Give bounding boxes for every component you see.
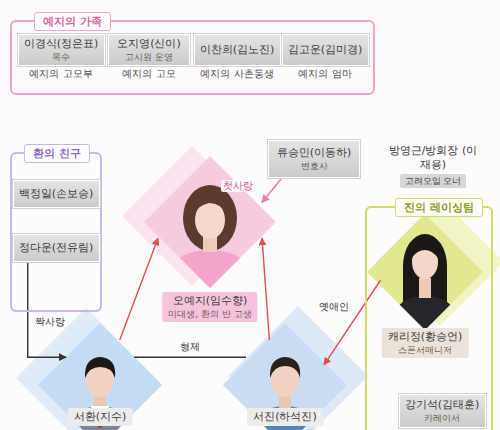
edge-label: 짝사랑 [33, 316, 67, 328]
person-role: 변호사 [301, 160, 328, 172]
edge-label: 형제 [178, 341, 202, 353]
edge-label: 첫사랑 [221, 180, 255, 192]
person-box: 이경식(정은표)목수예지의 고모부 [18, 34, 105, 66]
person-role: 고려오일 오너 [400, 174, 467, 188]
torso [160, 250, 260, 292]
bangs [412, 242, 438, 258]
person-card: 서진(하석진) [246, 340, 324, 426]
group-title: 진의 레이싱팀 [395, 198, 483, 217]
person-box: 이찬희(김노진)예지의 사촌동생 [194, 34, 281, 66]
person-role: 스폰서매니저 [398, 344, 452, 356]
person-name: 방영근/방회장 (이재용) [385, 144, 481, 172]
person-name: 오예지(임수향) [173, 294, 248, 308]
person-name: 백정일(손보승) [19, 187, 94, 201]
portrait-diamond [38, 323, 162, 430]
person-card: 캐리정(황승언)스폰서매니저 [381, 214, 470, 358]
portrait [160, 185, 260, 292]
person-name: 오지영(신이) [117, 37, 181, 51]
name-plate: 캐리정(황승언)스폰서매니저 [382, 328, 469, 358]
relation-arrow [134, 357, 246, 358]
hair [85, 357, 115, 378]
group-box: 진의 레이싱팀캐리정(황승언)스폰서매니저강기석(김태훈)카레이서 [365, 206, 493, 430]
group-box: 환의 친구백정일(손보승)정다운(전유림) [10, 152, 102, 312]
person-box: 김고운(김미경)예지의 엄마 [282, 34, 369, 66]
relation-arrow [262, 178, 282, 202]
name-plate: 서진(하석진) [247, 408, 323, 426]
person-name: 서환(지수) [74, 410, 127, 424]
hair [270, 357, 300, 378]
bangs [194, 195, 227, 215]
torso [243, 406, 327, 430]
relation-arrow [262, 238, 269, 340]
edge-label: 옛애인 [317, 301, 351, 313]
person-name: 강기석(김태훈) [405, 398, 480, 412]
person-name: 캐리정(황승언) [388, 330, 463, 344]
portrait [388, 234, 462, 334]
person-box: 백정일(손보승) [13, 180, 100, 208]
person-name: 정다운(전유림) [19, 241, 94, 255]
person-box: 류승민(이동하)변호사 [268, 140, 360, 178]
group-box: 예지의 가족이경식(정은표)목수예지의 고모부오지영(신이)고시원 운영예지의 … [10, 20, 375, 95]
person-name: 이경식(정은표) [24, 37, 99, 51]
person-box: 오지영(신이)고시원 운영예지의 고모 [108, 34, 190, 66]
person-role: 카레이서 [424, 412, 460, 424]
person-name: 김고운(김미경) [288, 43, 363, 57]
name-plate: 서환(지수) [68, 408, 133, 426]
person-name: 이찬희(김노진) [200, 43, 275, 57]
group-title: 예지의 가족 [34, 12, 111, 31]
portrait [58, 357, 142, 430]
relation-arrow [324, 280, 381, 365]
person-name: 류승민(이동하) [277, 146, 352, 160]
neck [419, 278, 431, 298]
person-role: 미대생, 환의 반 고생 [168, 308, 251, 320]
name-plate: 오예지(임수향)미대생, 환의 반 고생 [162, 292, 257, 322]
relation-caption: 예지의 엄마 [298, 68, 351, 80]
group-title: 환의 친구 [24, 144, 90, 163]
relation-arrow [28, 262, 66, 357]
relation-caption: 예지의 사촌동생 [200, 68, 273, 80]
person-role: 목수 [52, 51, 70, 63]
relation-caption: 예지의 고모부 [29, 68, 92, 80]
person-box: 강기석(김태훈)카레이서 [399, 394, 486, 428]
person-role: 고시원 운영 [125, 51, 173, 63]
person-name: 서진(하석진) [253, 410, 317, 424]
portrait [243, 357, 327, 430]
hair [183, 185, 237, 251]
person-box: 정다운(전유림) [13, 234, 100, 262]
portrait-diamond [223, 323, 347, 430]
torso [58, 406, 142, 430]
info-block: 방영근/방회장 (이재용) 고려오일 오너 [378, 142, 488, 190]
person-card: 서환(지수) [66, 340, 134, 426]
relation-caption: 예지의 고모 [122, 68, 175, 80]
relation-arrow [120, 238, 158, 340]
